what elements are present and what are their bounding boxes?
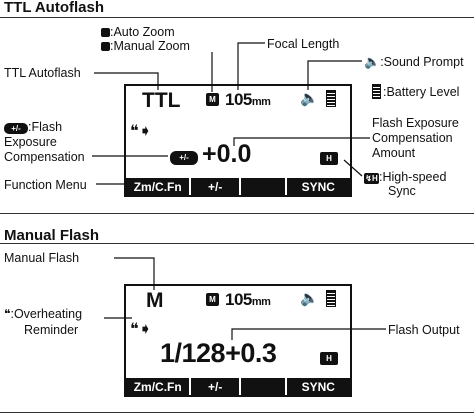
flash-output-label: Flash Output bbox=[388, 323, 460, 337]
fec-amount-line3: Amount bbox=[372, 146, 416, 160]
lcd-hss-icon: H bbox=[320, 152, 338, 165]
function-menu-bar: Zm/C.Fn +/- SYNC bbox=[126, 378, 350, 395]
function-menu-label: Function Menu bbox=[4, 178, 87, 192]
leader-flash-output bbox=[231, 328, 386, 340]
function-menu-bar: Zm/C.Fn +/- SYNC bbox=[126, 178, 350, 195]
lcd-zoom-icon: M bbox=[206, 93, 219, 106]
section-divider bbox=[0, 17, 474, 18]
menu-blank[interactable] bbox=[240, 378, 285, 395]
legend-sound-prompt: 🔈:Sound Prompt bbox=[364, 54, 464, 70]
lcd-focal: 105mm bbox=[225, 290, 271, 309]
lcd-flash-icon: ❝➧ bbox=[130, 123, 153, 140]
overheat-line2: Reminder bbox=[24, 323, 79, 337]
lcd-battery-icon bbox=[326, 290, 336, 307]
battery-icon bbox=[372, 84, 381, 99]
legend-fec-line2: Exposure bbox=[4, 135, 57, 149]
legend-hss: ↯H:High-speed bbox=[364, 170, 447, 184]
hss-icon: ↯H bbox=[364, 173, 379, 184]
lcd-hss-icon: H bbox=[320, 352, 338, 365]
hss-line2: Sync bbox=[388, 184, 416, 198]
lcd-mode: M bbox=[146, 289, 164, 312]
lcd-overheat-icon: ❝➧ bbox=[130, 321, 153, 338]
lcd-speaker-icon: 🔈 bbox=[300, 290, 319, 307]
lcd-fec-value: +0.0 bbox=[202, 140, 252, 168]
lcd-mode: TTL bbox=[142, 89, 181, 112]
auto-zoom-icon bbox=[101, 28, 110, 37]
section-divider bbox=[0, 412, 474, 413]
ttl-autoflash-label: TTL Autoflash bbox=[4, 66, 81, 80]
leader-hss bbox=[343, 159, 363, 177]
manual-flash-label: Manual Flash bbox=[4, 251, 80, 265]
lcd-zoom-icon: M bbox=[206, 293, 219, 306]
section-divider bbox=[0, 213, 474, 214]
menu-zoom-cfn[interactable]: Zm/C.Fn bbox=[126, 178, 190, 195]
fec-amount-line2: Compensation bbox=[372, 131, 453, 145]
lcd-flash-output: 1/128+0.3 bbox=[160, 338, 277, 368]
leader-ttl bbox=[94, 72, 159, 90]
legend-overheat: ❝:Overheating bbox=[4, 307, 83, 321]
menu-zoom-cfn[interactable]: Zm/C.Fn bbox=[126, 378, 190, 395]
menu-sync[interactable]: SYNC bbox=[286, 378, 350, 395]
fec-icon: +/- bbox=[4, 123, 28, 134]
lcd-panel-manual: M M 105mm 🔈 ❝➧ 1/128+0.3 H Zm/C.Fn +/- S… bbox=[124, 284, 352, 397]
leader-fec-amount bbox=[233, 137, 370, 146]
manual-zoom-icon bbox=[101, 42, 110, 51]
speaker-icon: 🔈 bbox=[364, 54, 381, 69]
menu-fec[interactable]: +/- bbox=[191, 178, 239, 195]
focal-length-label: Focal Length bbox=[267, 37, 340, 51]
menu-fec[interactable]: +/- bbox=[191, 378, 239, 395]
legend-auto-zoom: :Auto Zoom bbox=[101, 25, 175, 39]
lcd-focal: 105mm bbox=[225, 90, 271, 109]
section-title-ttl: TTL Autoflash bbox=[4, 0, 104, 16]
leader-sound bbox=[307, 60, 362, 90]
leader-manual bbox=[114, 257, 155, 290]
overheat-icon: ❝ bbox=[4, 307, 11, 321]
legend-battery-level: :Battery Level bbox=[372, 84, 459, 99]
legend-fec-icon: +/-:Flash bbox=[4, 120, 62, 134]
menu-blank[interactable] bbox=[240, 178, 285, 195]
section-divider bbox=[0, 243, 474, 244]
lcd-panel-ttl: TTL M 105mm 🔈 ❝➧ +/- +0.0 H Zm/C.Fn +/- … bbox=[124, 84, 352, 197]
lcd-fec-icon: +/- bbox=[170, 151, 198, 165]
legend-manual-zoom: :Manual Zoom bbox=[101, 39, 190, 53]
fec-amount-line1: Flash Exposure bbox=[372, 116, 459, 130]
legend-fec-line3: Compensation bbox=[4, 150, 85, 164]
leader-focal bbox=[237, 42, 265, 90]
menu-sync[interactable]: SYNC bbox=[286, 178, 350, 195]
lcd-speaker-icon: 🔈 bbox=[300, 90, 319, 107]
section-title-manual: Manual Flash bbox=[4, 227, 100, 244]
lcd-battery-icon bbox=[326, 90, 336, 107]
